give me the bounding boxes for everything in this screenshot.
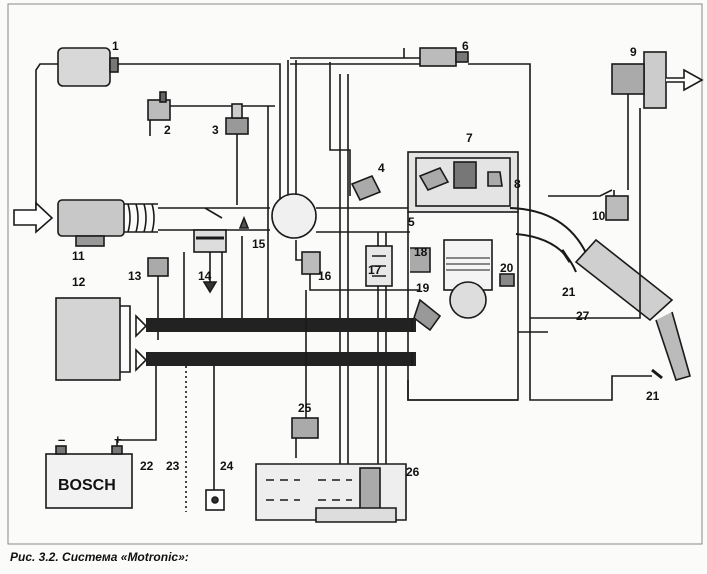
auxiliary-air-valve (147, 91, 275, 136)
connector-6 (290, 47, 469, 67)
lambda-sensor-1 (560, 249, 572, 263)
coolant-sensor-13 (147, 257, 169, 340)
callout-19: 19 (416, 281, 430, 295)
callout-3: 3 (212, 123, 219, 137)
callout-27: 27 (576, 309, 590, 323)
air-temp-sensor (238, 215, 250, 229)
battery-brand: BOSCH (58, 477, 116, 494)
callout-21b: 21 (646, 389, 660, 403)
callout-7: 7 (466, 131, 473, 145)
callout-2: 2 (164, 123, 171, 137)
oxygen-sensor (605, 190, 629, 221)
callout-5: 5 (408, 215, 415, 229)
fuel-pump-25 (291, 290, 319, 458)
callout-4: 4 (378, 161, 385, 175)
callout-17: 17 (368, 263, 382, 277)
battery (45, 366, 157, 509)
callout-13: 13 (128, 269, 142, 283)
battery-plus: + (114, 432, 122, 447)
callout-18: 18 (414, 245, 428, 259)
knock-sensor (499, 273, 515, 287)
fuel-tank (255, 463, 407, 523)
throttle-body (193, 229, 227, 253)
frame (7, 3, 703, 545)
relay-9 (611, 51, 704, 190)
callout-24: 24 (220, 459, 234, 473)
callout-22: 22 (140, 459, 154, 473)
battery-minus: – (58, 432, 65, 447)
callout-23: 23 (166, 459, 180, 473)
figure-caption: Рис. 3.2. Система «Motronic»: (10, 550, 189, 564)
callout-16: 16 (318, 269, 332, 283)
ignition-coil (35, 47, 281, 220)
exhaust-system (509, 189, 691, 381)
callout-12: 12 (72, 275, 86, 289)
harness-upper (146, 318, 416, 332)
intake-arrow (13, 201, 54, 234)
callout-10: 10 (592, 209, 606, 223)
harness-lower (146, 352, 416, 366)
plenum (271, 193, 317, 239)
air-flow-meter (57, 199, 158, 247)
callout-21a: 21 (562, 285, 576, 299)
throttle-switch (225, 103, 249, 205)
cold-start-injector (350, 174, 382, 202)
callout-1: 1 (112, 39, 119, 53)
callout-20: 20 (500, 261, 514, 275)
callout-8: 8 (514, 177, 521, 191)
fuel-filter (365, 245, 393, 287)
ecu (55, 297, 148, 381)
lambda-sensor-2 (651, 368, 663, 380)
pressure-regulator (295, 240, 420, 291)
callout-9: 9 (630, 45, 637, 59)
callout-25: 25 (298, 401, 312, 415)
engine (407, 151, 519, 401)
callout-11: 11 (72, 249, 85, 263)
callout-26: 26 (406, 465, 420, 479)
callout-14: 14 (198, 269, 212, 283)
callout-labels: 1 2 3 4 5 6 7 8 9 10 11 12 13 14 15 16 1… (72, 39, 660, 479)
callout-6: 6 (462, 39, 469, 53)
callout-15: 15 (252, 237, 266, 251)
